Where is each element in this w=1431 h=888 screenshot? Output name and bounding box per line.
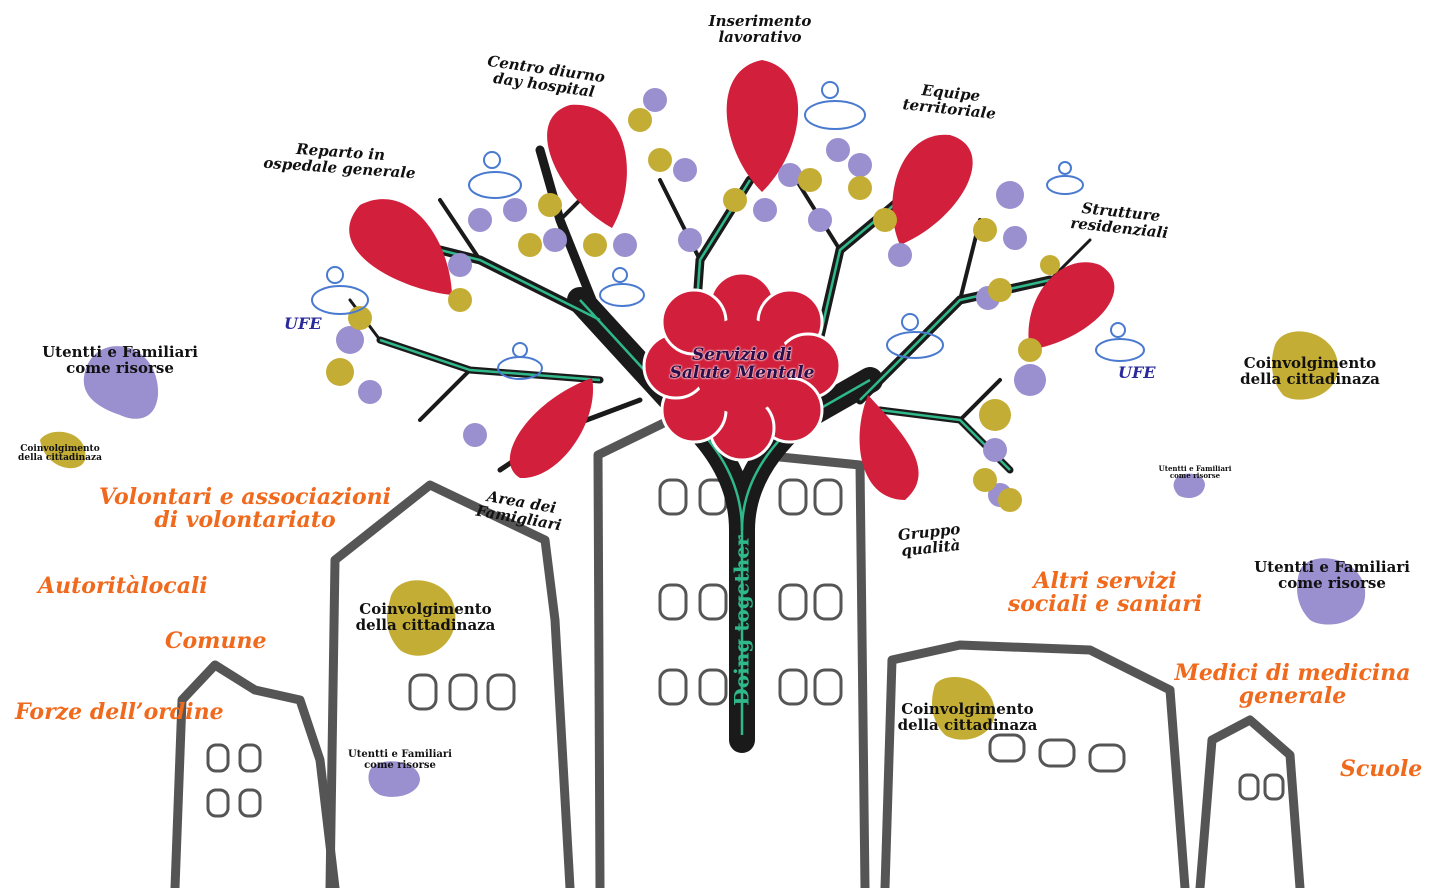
label-utenti-small-mid-l1: Utentti e Familiari <box>320 750 480 761</box>
label-volontari-l1: Volontari e associazioni <box>80 486 410 509</box>
label-coinv-right: Coinvolgimento della cittadinaza <box>1225 356 1395 388</box>
petal-area-familiari <box>510 378 593 478</box>
label-utenti-left: Utentti e Familiari come risorse <box>20 345 220 377</box>
label-coinv-mid-right-l2: della cittadinaza <box>880 718 1055 734</box>
label-volontari: Volontari e associazioni di volontariato <box>80 486 410 532</box>
label-utenti-small-mid-l2: come risorse <box>320 761 480 772</box>
label-utenti-tiny-right-l2: come risorse <box>1140 472 1250 479</box>
label-utenti-tiny-right: Utentti e Familiari come risorse <box>1140 465 1250 480</box>
label-utenti-left-l2: come risorse <box>20 361 220 377</box>
label-coinv-right-l2: della cittadinaza <box>1225 372 1395 388</box>
label-utenti-right-l2: come risorse <box>1232 576 1431 592</box>
label-scuole: Scuole <box>1340 758 1422 781</box>
center-title-line2: Salute Mentale <box>652 365 832 383</box>
label-coinv-mid-left-l2: della cittadinaza <box>338 618 513 634</box>
label-inserimento: Inserimento lavorativo <box>680 14 840 46</box>
trunk-label: Doing together <box>732 521 753 721</box>
label-utenti-right: Utentti e Familiari come risorse <box>1232 560 1431 592</box>
label-autorita: Autoritàlocali <box>38 575 208 598</box>
label-altri-servizi: Altri servizi sociali e saniari <box>995 570 1215 616</box>
label-coinv-mid-right: Coinvolgimento della cittadinaza <box>880 702 1055 734</box>
center-title: Servizio di Salute Mentale <box>652 347 832 383</box>
trunk-label-wrap: Doing together <box>642 610 842 640</box>
label-coinv-mid-left: Coinvolgimento della cittadinaza <box>338 602 513 634</box>
label-altri-servizi-l1: Altri servizi <box>995 570 1215 593</box>
label-coinv-tiny-left: Coinvolgimento della cittadinaza <box>0 445 120 464</box>
label-medici: Medici di medicina generale <box>1160 662 1425 708</box>
ufe-left-label: UFE <box>284 316 322 333</box>
petal-equipe <box>892 135 972 245</box>
label-inserimento-l2: lavorativo <box>680 30 840 46</box>
ufe-right-label: UFE <box>1118 365 1156 382</box>
label-coinv-tiny-left-l2: della cittadinaza <box>0 454 120 463</box>
label-medici-l1: Medici di medicina <box>1160 662 1425 685</box>
label-comune: Comune <box>165 630 266 653</box>
label-volontari-l2: di volontariato <box>80 509 410 532</box>
building-far-right <box>1200 720 1300 888</box>
label-medici-l2: generale <box>1160 685 1425 708</box>
label-utenti-small-mid: Utentti e Familiari come risorse <box>320 750 480 771</box>
label-altri-servizi-l2: sociali e saniari <box>995 593 1215 616</box>
petal-reparto <box>349 199 452 295</box>
petal-strutture <box>1028 262 1114 350</box>
building-right <box>885 645 1185 888</box>
label-forze: Forze dell’ordine <box>15 701 224 724</box>
